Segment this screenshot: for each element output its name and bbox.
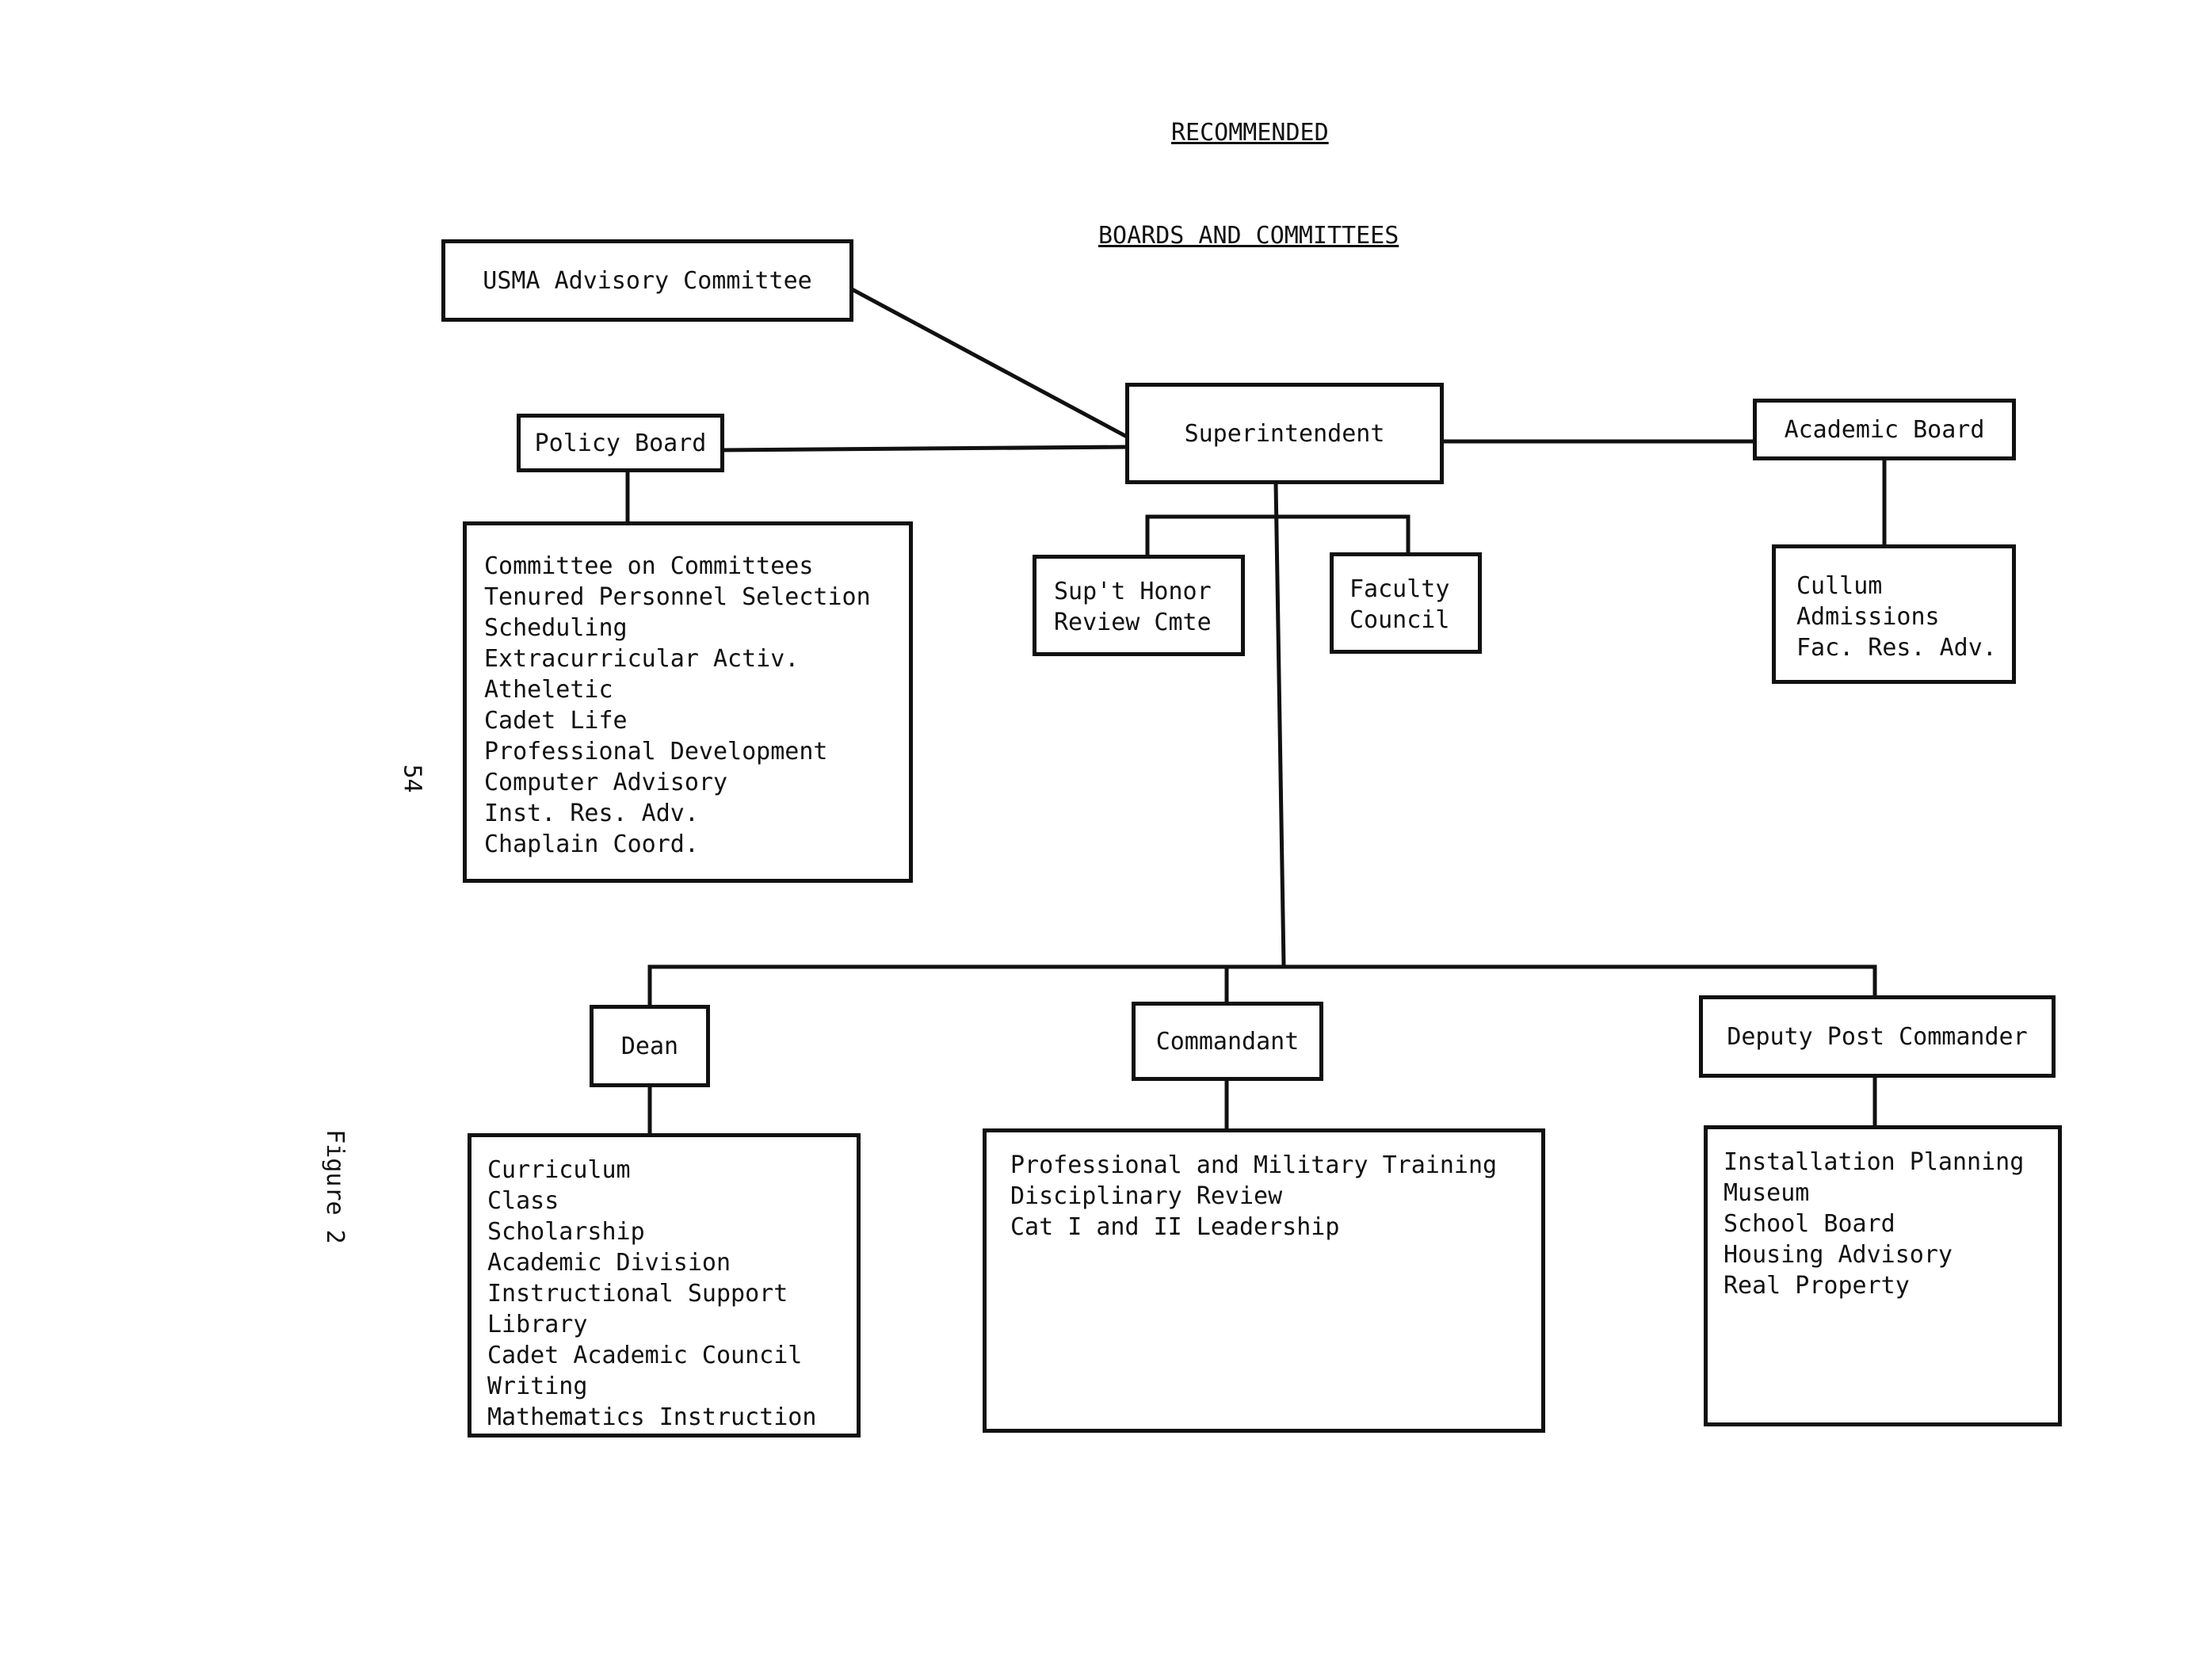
list-item: Scheduling	[484, 614, 628, 642]
connector-bottom-bus	[647, 964, 1877, 1010]
connector-advisory-superintendent	[849, 286, 1128, 439]
dean-box: Dean	[590, 1005, 710, 1087]
list-item: Tenured Personnel Selection	[484, 583, 871, 611]
dean-label: Dean	[620, 1032, 679, 1060]
commandant-box: Commandant	[1132, 1002, 1323, 1081]
list-item: Mathematics Instruction	[487, 1403, 817, 1431]
academic-board-label: Academic Board	[1784, 415, 1985, 444]
list-item: Installation Planning	[1724, 1148, 2025, 1176]
list-item: Computer Advisory	[484, 769, 728, 796]
deputy-post-commander-box: Deputy Post Commander	[1699, 995, 2056, 1078]
faculty-council-label-line1: Faculty	[1349, 575, 1450, 603]
list-item: Extracurricular Activ.	[484, 645, 800, 673]
list-item: Cadet Life	[484, 707, 628, 735]
honor-review-committee-box: Sup't Honor Review Cmte	[1033, 555, 1245, 656]
list-item: Writing	[487, 1373, 588, 1400]
list-item: Cat I and II Leadership	[1010, 1213, 1340, 1241]
list-item: Professional and Military Training	[1010, 1151, 1498, 1179]
list-item: Admissions	[1796, 603, 1940, 631]
policy-board-committees-list: Committee on Committees Tenured Personne…	[463, 521, 913, 883]
connector-policy-superintendent	[719, 445, 1129, 452]
list-item: Scholarship	[487, 1218, 645, 1246]
list-item: Disciplinary Review	[1010, 1182, 1283, 1210]
list-item: Housing Advisory	[1724, 1241, 1953, 1269]
honor-review-label-line1: Sup't Honor	[1054, 578, 1212, 605]
usma-advisory-committee-label: USMA Advisory Committee	[483, 266, 812, 295]
usma-advisory-committee-box: USMA Advisory Committee	[441, 239, 853, 322]
faculty-council-label-line2: Council	[1349, 606, 1450, 634]
commandant-label: Commandant	[1155, 1027, 1300, 1056]
superintendent-box: Superintendent	[1125, 383, 1444, 484]
list-item: Cadet Academic Council	[487, 1342, 803, 1369]
deputy-committees-list: Installation Planning Museum School Boar…	[1704, 1125, 2062, 1426]
page-number: 54	[398, 764, 426, 793]
policy-board-box: Policy Board	[517, 414, 724, 472]
list-item: Academic Division	[487, 1249, 731, 1277]
list-item: Real Property	[1724, 1272, 1910, 1300]
honor-review-label-line2: Review Cmte	[1054, 609, 1212, 636]
list-item: Committee on Committees	[484, 552, 814, 580]
list-item: Fac. Res. Adv.	[1796, 634, 1997, 662]
figure-label: Figure 2	[320, 1129, 349, 1244]
faculty-council-box: Faculty Council	[1330, 552, 1482, 654]
superintendent-label: Superintendent	[1184, 419, 1385, 448]
list-item: Curriculum	[487, 1156, 631, 1184]
dean-committees-list: Curriculum Class Scholarship Academic Di…	[468, 1133, 861, 1438]
header-recommended: RECOMMENDED	[1171, 119, 1329, 147]
list-item: Cullum	[1796, 572, 1883, 600]
deputy-post-commander-label: Deputy Post Commander	[1727, 1022, 2028, 1051]
list-item: Instructional Support	[487, 1280, 788, 1308]
policy-board-label: Policy Board	[534, 429, 707, 457]
academic-board-committees-list: Cullum Admissions Fac. Res. Adv.	[1772, 544, 2016, 684]
connector-superintendent-trunk	[1273, 481, 1286, 968]
list-item: Museum	[1724, 1179, 1810, 1207]
list-item: Atheletic	[484, 676, 613, 704]
list-item: Library	[487, 1311, 588, 1338]
list-item: Professional Development	[484, 738, 828, 766]
list-item: Chaplain Coord.	[484, 830, 699, 858]
list-item: Class	[487, 1187, 559, 1215]
commandant-committees-list: Professional and Military Training Disci…	[983, 1128, 1545, 1433]
list-item: Inst. Res. Adv.	[484, 800, 699, 827]
header-boards-and-committees: BOARDS AND COMMITTEES	[1098, 222, 1399, 250]
list-item: School Board	[1724, 1210, 1895, 1238]
academic-board-box: Academic Board	[1753, 399, 2016, 460]
